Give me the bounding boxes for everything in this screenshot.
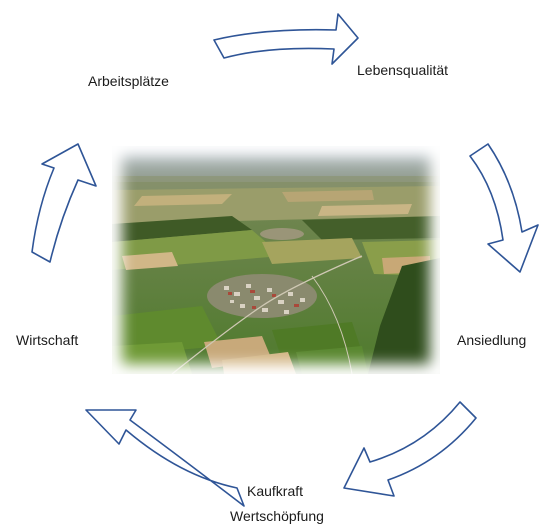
label-lebensqualitaet: Lebensqualität (357, 62, 449, 78)
label-arbeitsplaetze: Arbeitsplätze (88, 73, 169, 89)
label-wirtschaft: Wirtschaft (16, 332, 79, 348)
label-wertschoepfung: Wertschöpfung (230, 508, 324, 524)
label-kaufkraft: Kaufkraft (247, 483, 304, 499)
arrow-bottom-left (85, 409, 245, 507)
arrow-left-up (31, 143, 97, 263)
label-ansiedlung: Ansiedlung (457, 332, 527, 348)
arrow-bottom-right (343, 401, 477, 497)
arrow-right-down (469, 143, 539, 273)
aerial-landscape-photo (112, 146, 440, 374)
arrow-top-right (213, 13, 359, 65)
